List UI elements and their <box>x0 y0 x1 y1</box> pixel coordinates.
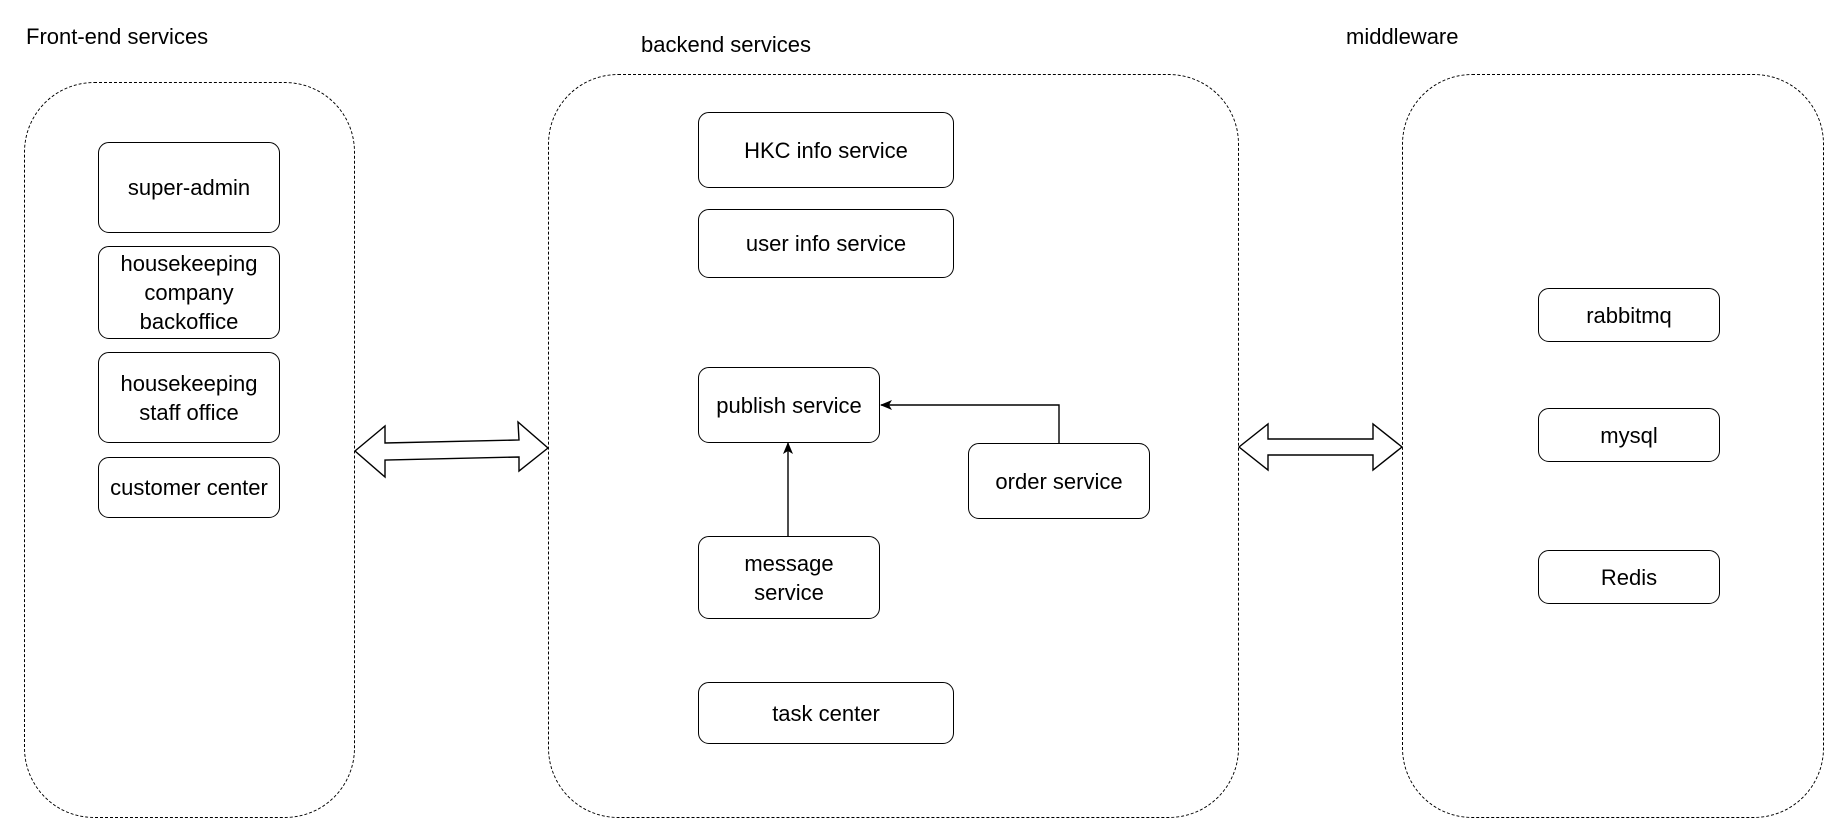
redis-node[interactable]: Redis <box>1538 550 1720 604</box>
backend-group-title: backend services <box>641 32 811 57</box>
backend-group-container[interactable] <box>548 74 1239 818</box>
middleware-group-title: middleware <box>1346 24 1459 49</box>
rabbitmq-label: rabbitmq <box>1586 302 1672 328</box>
housekeeping-company-backoffice-node[interactable]: housekeeping company backoffice <box>98 246 280 339</box>
frontend-backend-bidirectional-arrow <box>353 420 550 479</box>
task-center-label: task center <box>772 700 880 726</box>
mysql-node[interactable]: mysql <box>1538 408 1720 462</box>
super-admin-label: super-admin <box>127 175 251 200</box>
hkc-info-service-node[interactable]: HKC info service <box>698 112 954 188</box>
housekeeping-company-backoffice-label: housekeeping company backoffice <box>120 251 258 334</box>
order-service-label: order service <box>995 468 1123 494</box>
hkc-info-service-label: HKC info service <box>744 137 908 163</box>
rabbitmq-node[interactable]: rabbitmq <box>1538 288 1720 342</box>
customer-center-label: customer center <box>110 475 268 500</box>
task-center-node[interactable]: task center <box>698 682 954 744</box>
backend-middleware-bidirectional-arrow <box>1237 422 1404 472</box>
message-service-node[interactable]: message service <box>698 536 880 619</box>
frontend-group-title: Front-end services <box>26 24 209 49</box>
housekeeping-staff-office-node[interactable]: housekeeping staff office <box>98 352 280 443</box>
order-service-node[interactable]: order service <box>968 443 1150 519</box>
user-info-service-label: user info service <box>745 231 907 256</box>
order-to-publish-arrow <box>880 400 1060 443</box>
customer-center-node[interactable]: customer center <box>98 457 280 518</box>
publish-service-node[interactable]: publish service <box>698 367 880 443</box>
user-info-service-node[interactable]: user info service <box>698 209 954 278</box>
mysql-label: mysql <box>1600 422 1658 448</box>
message-service-label: message service <box>744 550 834 605</box>
publish-service-label: publish service <box>716 392 862 418</box>
housekeeping-staff-office-label: housekeeping staff office <box>120 370 258 425</box>
middleware-group-container[interactable] <box>1402 74 1824 818</box>
frontend-group-container[interactable] <box>24 82 355 818</box>
super-admin-node[interactable]: super-admin <box>98 142 280 233</box>
redis-label: Redis <box>1600 564 1658 590</box>
